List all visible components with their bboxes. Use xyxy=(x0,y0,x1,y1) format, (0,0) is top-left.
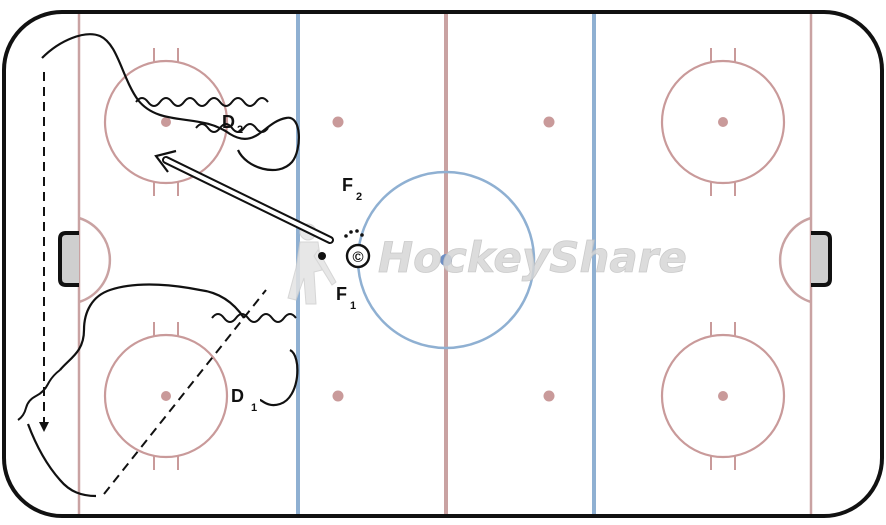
neutral-zone-dot xyxy=(543,116,555,128)
center-faceoff-dot xyxy=(440,254,452,266)
label-f2-sub: 2 xyxy=(356,191,362,203)
label-f2-letter: F xyxy=(342,175,353,195)
faceoff-circle-left-top xyxy=(103,48,229,196)
label-f1-sub: 1 xyxy=(350,300,356,312)
label-f1-letter: F xyxy=(336,284,347,304)
d2-skating-path xyxy=(41,33,300,172)
f1-puck-dot xyxy=(318,252,326,260)
watermark-text: HockeyShare xyxy=(378,233,687,282)
label-d2-sub: 2 xyxy=(237,124,243,136)
coach-marker: © xyxy=(344,229,371,269)
faceoff-circle-left-bottom xyxy=(103,322,229,470)
goal-crease-left xyxy=(78,216,112,304)
faceoff-circle-right-bottom xyxy=(660,322,786,470)
d2-puck-carry-wavy xyxy=(135,97,269,133)
faceoff-circle-right-top xyxy=(660,48,786,196)
neutral-zone-dot xyxy=(543,390,555,402)
pass-arrow xyxy=(154,149,334,244)
dashed-pass-diagonal xyxy=(103,289,267,495)
d1-puck-carry-wavy xyxy=(17,313,297,421)
coach-symbol: © xyxy=(352,249,363,266)
goal-crease-right xyxy=(778,216,812,304)
d1-skating-path xyxy=(59,283,299,407)
goal-net-right xyxy=(811,231,832,287)
d1-carry-to-net xyxy=(26,423,97,498)
neutral-zone-dot xyxy=(332,116,344,128)
goal-net-left xyxy=(58,231,79,287)
label-d1-letter: D xyxy=(231,386,244,406)
label-d1-sub: 1 xyxy=(251,402,257,414)
neutral-zone-dot xyxy=(332,390,344,402)
label-d2-letter: D xyxy=(222,112,235,132)
